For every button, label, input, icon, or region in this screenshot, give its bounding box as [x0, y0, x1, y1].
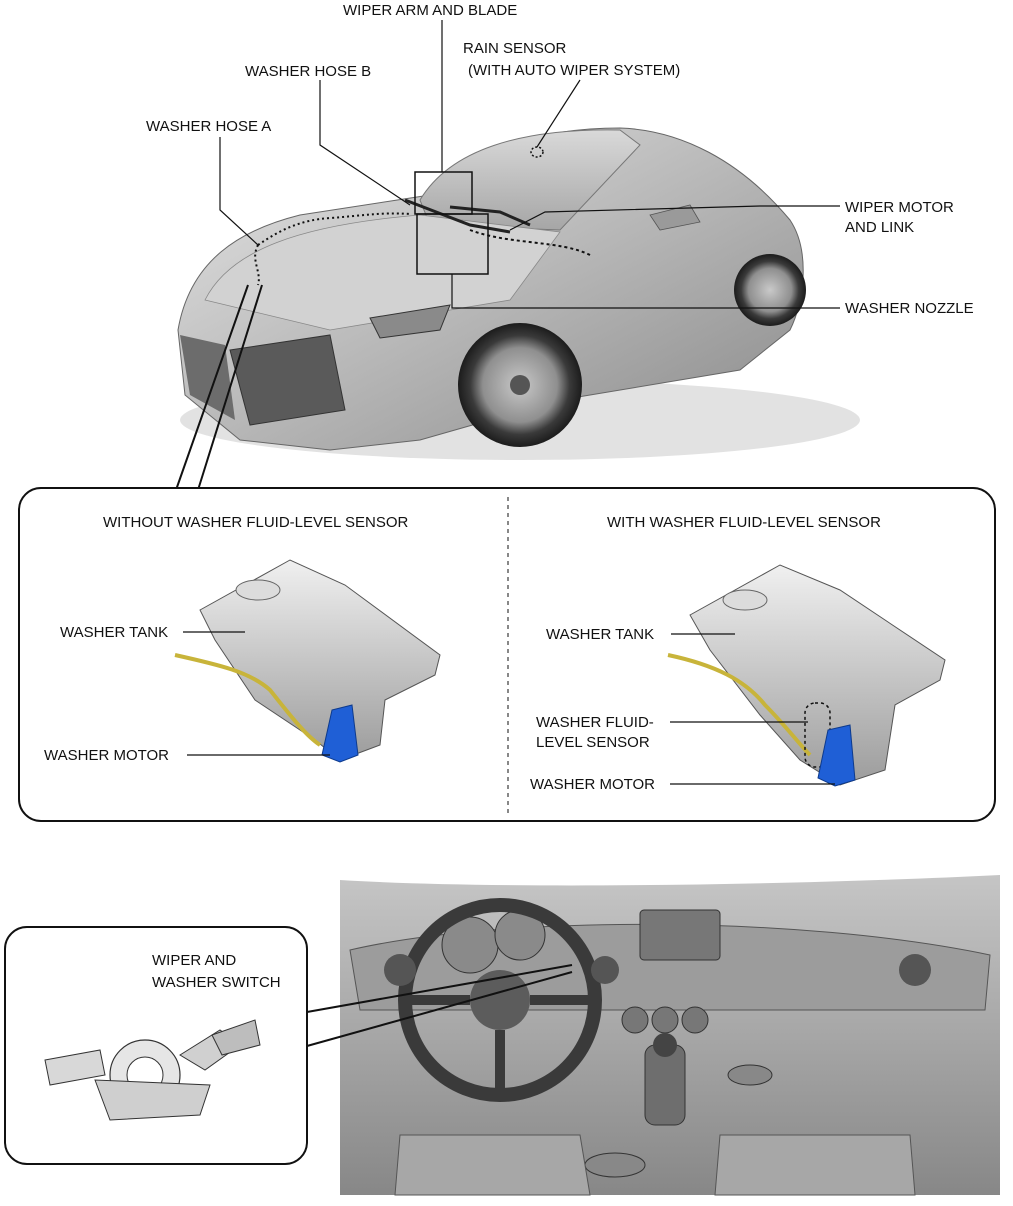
car-leader-lines [219, 20, 840, 309]
right-panel-title: WITH WASHER FLUID-LEVEL SENSOR [607, 514, 881, 531]
label-wiper-motor-link: AND LINK [845, 219, 914, 236]
left-panel-title: WITHOUT WASHER FLUID-LEVEL SENSOR [103, 514, 408, 531]
right-washer-motor-label: WASHER MOTOR [530, 776, 655, 793]
washer-tank-left [174, 559, 441, 763]
label-rain-sensor: RAIN SENSOR [463, 40, 567, 57]
switch-callout-lines [306, 964, 573, 1047]
right-sensor-label-1: WASHER FLUID- [536, 714, 654, 731]
car-illustration [177, 127, 860, 460]
left-washer-motor-label: WASHER MOTOR [44, 747, 169, 764]
label-wiper-motor: WIPER MOTOR [845, 199, 954, 216]
label-washer-hose-a: WASHER HOSE A [146, 118, 271, 135]
right-washer-tank-label: WASHER TANK [546, 626, 654, 643]
label-washer-hose-b: WASHER HOSE B [245, 63, 371, 80]
label-wiper-arm-blade: WIPER ARM AND BLADE [343, 2, 517, 19]
car-labels: WIPER ARM AND BLADE RAIN SENSOR (WITH AU… [146, 2, 974, 317]
label-washer-nozzle: WASHER NOZZLE [845, 300, 974, 317]
wiper-washer-switch [44, 1019, 261, 1121]
label-rain-sensor-note: (WITH AUTO WIPER SYSTEM) [468, 62, 680, 79]
switch-label-line1: WIPER AND [152, 952, 236, 969]
tank-callout-lines [175, 284, 263, 491]
switch-callout-panel: WIPER AND WASHER SWITCH [4, 926, 308, 1165]
switch-label-line2: WASHER SWITCH [152, 974, 281, 991]
left-washer-tank-label: WASHER TANK [60, 624, 168, 641]
washer-tank-right [667, 564, 946, 787]
interior-illustration [325, 870, 1005, 1200]
washer-tank-panel: WITHOUT WASHER FLUID-LEVEL SENSOR WITH W… [18, 487, 996, 822]
right-sensor-label-2: LEVEL SENSOR [536, 734, 650, 751]
